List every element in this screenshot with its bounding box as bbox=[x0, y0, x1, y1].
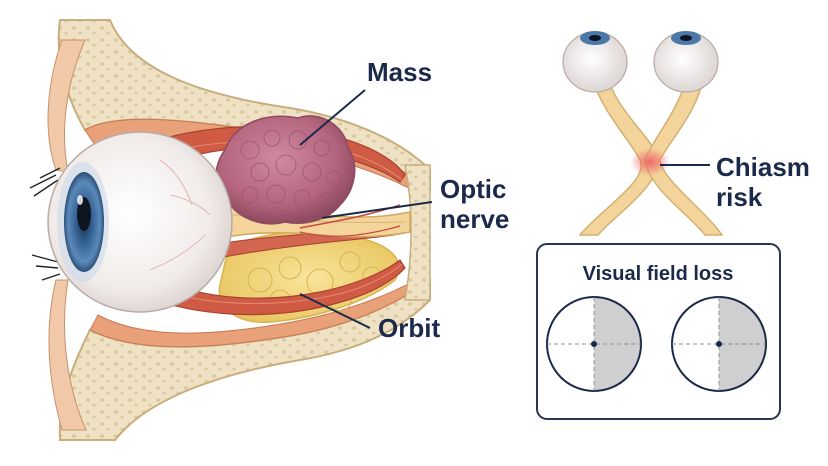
label-chiasm-line2: risk bbox=[716, 182, 763, 212]
left-optic-pathway bbox=[578, 71, 661, 236]
label-orbit: Orbit bbox=[378, 313, 440, 343]
left-small-eye bbox=[562, 31, 628, 93]
right-eye-field bbox=[671, 296, 767, 392]
right-small-eye bbox=[653, 31, 719, 93]
orbit-leader-line bbox=[299, 293, 371, 329]
label-mass: Mass bbox=[367, 57, 432, 87]
label-chiasm-line1: Chiasm bbox=[716, 152, 810, 182]
tumor-mass bbox=[215, 115, 356, 225]
eyeball bbox=[47, 131, 233, 313]
visual-field-panel: Visual field loss bbox=[536, 243, 781, 420]
upper-eyelashes bbox=[29, 167, 61, 197]
label-optic-line1: Optic bbox=[440, 174, 506, 204]
left-eye-field bbox=[546, 296, 642, 392]
apex-bone bbox=[404, 164, 431, 301]
optic-leader-line bbox=[321, 201, 433, 219]
lower-eyelid bbox=[48, 279, 87, 431]
label-optic-line2: nerve bbox=[440, 204, 509, 234]
inferior-rectus-muscle bbox=[138, 259, 406, 316]
orbit-cross-section: Mass Optic nerve Orbit bbox=[29, 19, 509, 441]
lower-eyelashes bbox=[31, 254, 61, 281]
pupil bbox=[77, 197, 91, 231]
chiasm-highlight bbox=[630, 148, 670, 176]
optic-chiasm-diagram: Chiasm risk bbox=[562, 31, 810, 236]
mass-leader-line bbox=[299, 89, 366, 146]
visual-field-title: Visual field loss bbox=[583, 263, 734, 285]
